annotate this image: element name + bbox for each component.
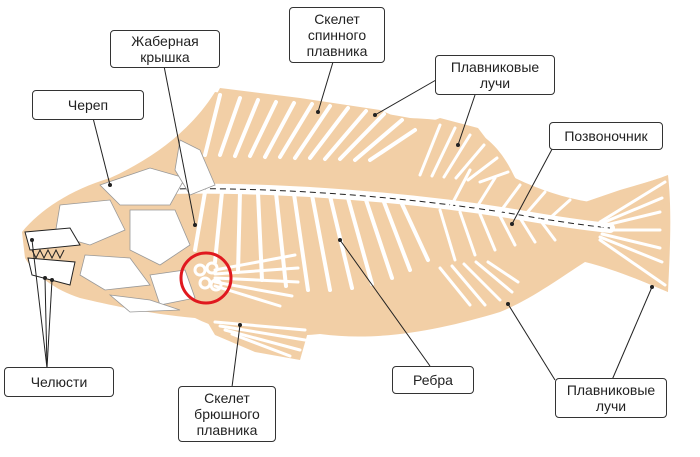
pointer-lines — [31, 61, 653, 388]
label-gill-cover: Жаберная крышка — [110, 30, 220, 68]
label-dorsal-fin-skeleton-text: Скелет спинного плавника — [306, 11, 368, 59]
tail-spines — [438, 168, 572, 262]
label-jaws-text: Челюсти — [30, 374, 88, 390]
label-dorsal-fin-skeleton: Скелет спинного плавника — [289, 7, 385, 63]
label-fin-rays-bottom-text: Плавниковые лучи — [566, 382, 656, 414]
caudal-fin — [585, 176, 668, 292]
label-ribs: Ребра — [392, 366, 474, 394]
pectoral-fin — [213, 253, 300, 308]
ribs-group — [193, 190, 430, 292]
label-fin-rays-top-text: Плавниковые лучи — [450, 59, 540, 91]
highlight-circle — [179, 251, 233, 305]
label-pelvic-fin-skeleton-text: Скелет брюшного плавника — [194, 390, 260, 438]
label-pelvic-fin-skeleton: Скелет брюшного плавника — [178, 386, 276, 442]
caudal-rays — [598, 180, 667, 287]
dorsal-spines — [203, 93, 417, 162]
label-fin-rays-top: Плавниковые лучи — [435, 55, 555, 95]
label-jaws: Челюсти — [4, 367, 114, 397]
pectoral-girdle — [193, 261, 223, 292]
label-skull: Череп — [32, 90, 144, 120]
label-gill-cover-text: Жаберная крышка — [131, 33, 199, 65]
skull-bones — [54, 139, 216, 313]
label-spine-text: Позвоночник — [564, 128, 648, 144]
label-spine: Позвоночник — [549, 122, 663, 150]
label-fin-rays-bottom: Плавниковые лучи — [555, 378, 667, 418]
jaws-group — [24, 227, 81, 286]
pointer-dots — [30, 110, 654, 327]
label-skull-text: Череп — [67, 97, 109, 113]
label-ribs-text: Ребра — [413, 372, 453, 388]
